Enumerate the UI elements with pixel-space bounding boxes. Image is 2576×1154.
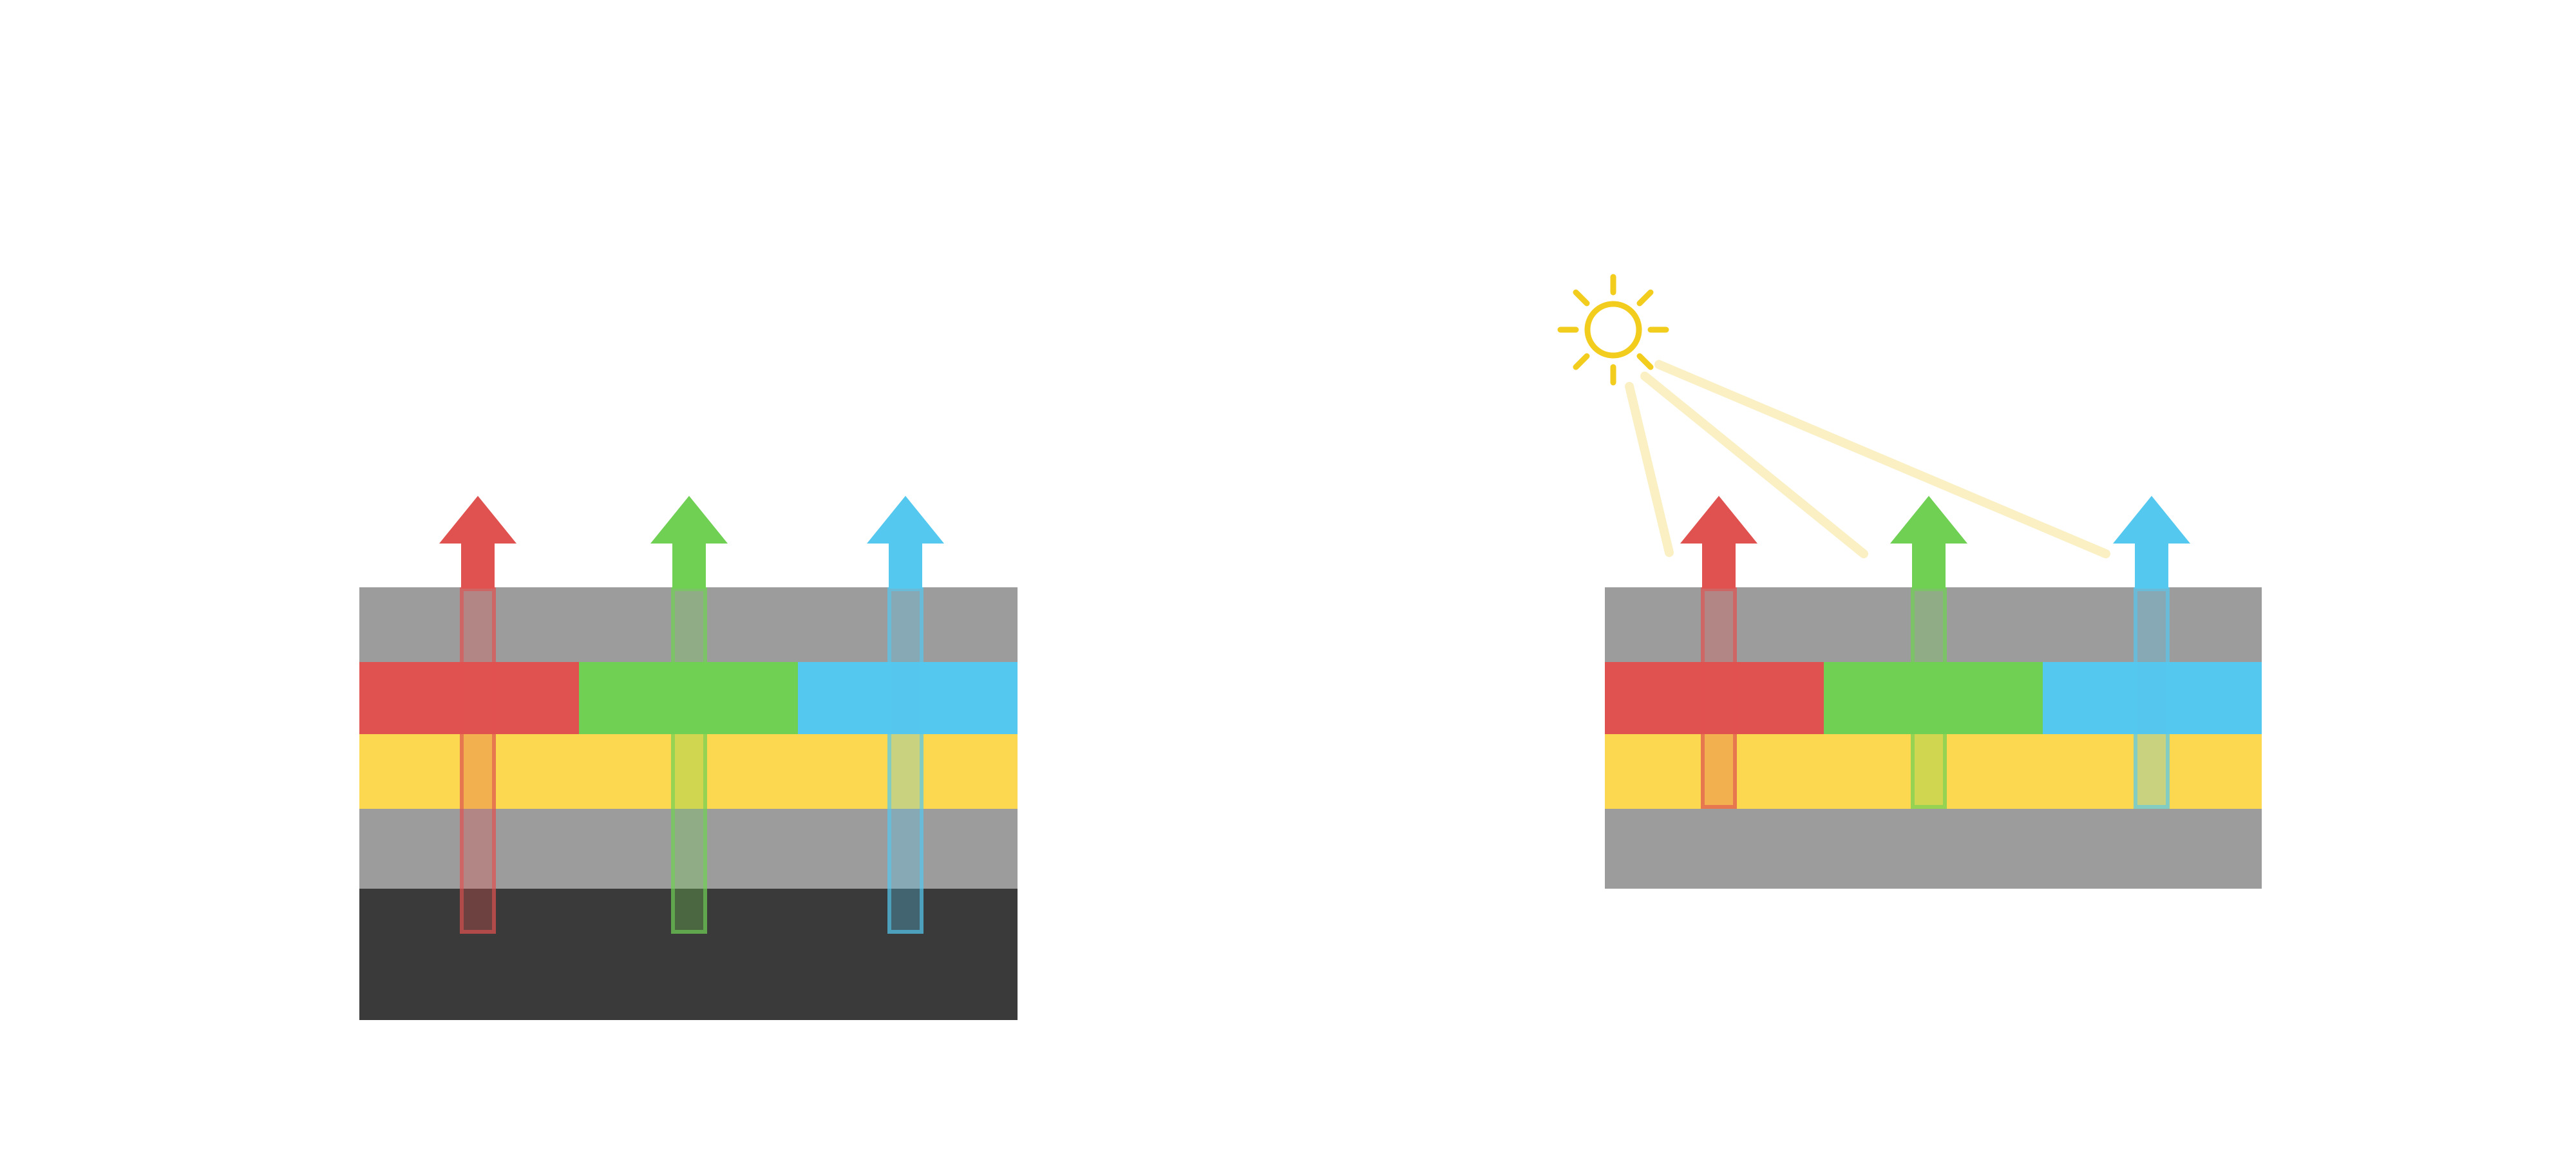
left-backlight-layer [359, 889, 1018, 1020]
right-bottom-gray-layer [1605, 809, 2262, 889]
sun-disc [1584, 301, 1642, 359]
sun-ray [1636, 289, 1654, 307]
right-green-arrow-head [1890, 496, 1967, 544]
right-red-arrow-shaft [1702, 542, 1736, 589]
left-green-segment [578, 662, 799, 734]
backlit-display-stack [359, 587, 1018, 1020]
right-green-arrow-beam [1911, 587, 1947, 809]
sun-beam-left [1625, 382, 1674, 557]
right-cyan-arrow-beam [2134, 587, 2170, 809]
right-red-arrow-head [1680, 496, 1757, 544]
sun-icon [1557, 274, 1669, 386]
left-red-arrow-head [439, 496, 516, 544]
sun-ray [1636, 353, 1654, 370]
left-green-arrow-beam [671, 587, 707, 934]
left-red-arrow-beam [460, 587, 496, 934]
right-red-segment [1605, 662, 1824, 734]
left-cyan-arrow-shaft [889, 542, 922, 589]
left-cyan-arrow-head [867, 496, 944, 544]
left-cyan-segment [798, 662, 1018, 734]
left-color-segment-layer [359, 662, 1018, 734]
left-red-arrow-shaft [461, 542, 495, 589]
left-bottom-gray-layer [359, 809, 1018, 889]
sun-ray [1573, 353, 1590, 370]
right-cyan-arrow-head [2113, 496, 2190, 544]
right-top-gray-layer [1605, 587, 2262, 662]
right-green-arrow-shaft [1912, 542, 1946, 589]
right-green-segment [1824, 662, 2043, 734]
left-red-segment [359, 662, 579, 734]
right-yellow-layer [1605, 734, 2262, 809]
right-color-segment-layer [1605, 662, 2262, 734]
right-cyan-segment [2043, 662, 2262, 734]
right-cyan-arrow-shaft [2135, 542, 2168, 589]
left-green-arrow-head [650, 496, 728, 544]
sunlit-display-stack [1605, 587, 2262, 889]
right-red-arrow-beam [1701, 587, 1737, 809]
left-yellow-layer [359, 734, 1018, 809]
left-cyan-arrow-beam [887, 587, 923, 934]
left-top-gray-layer [359, 587, 1018, 662]
left-green-arrow-shaft [672, 542, 706, 589]
sun-ray [1573, 289, 1590, 307]
